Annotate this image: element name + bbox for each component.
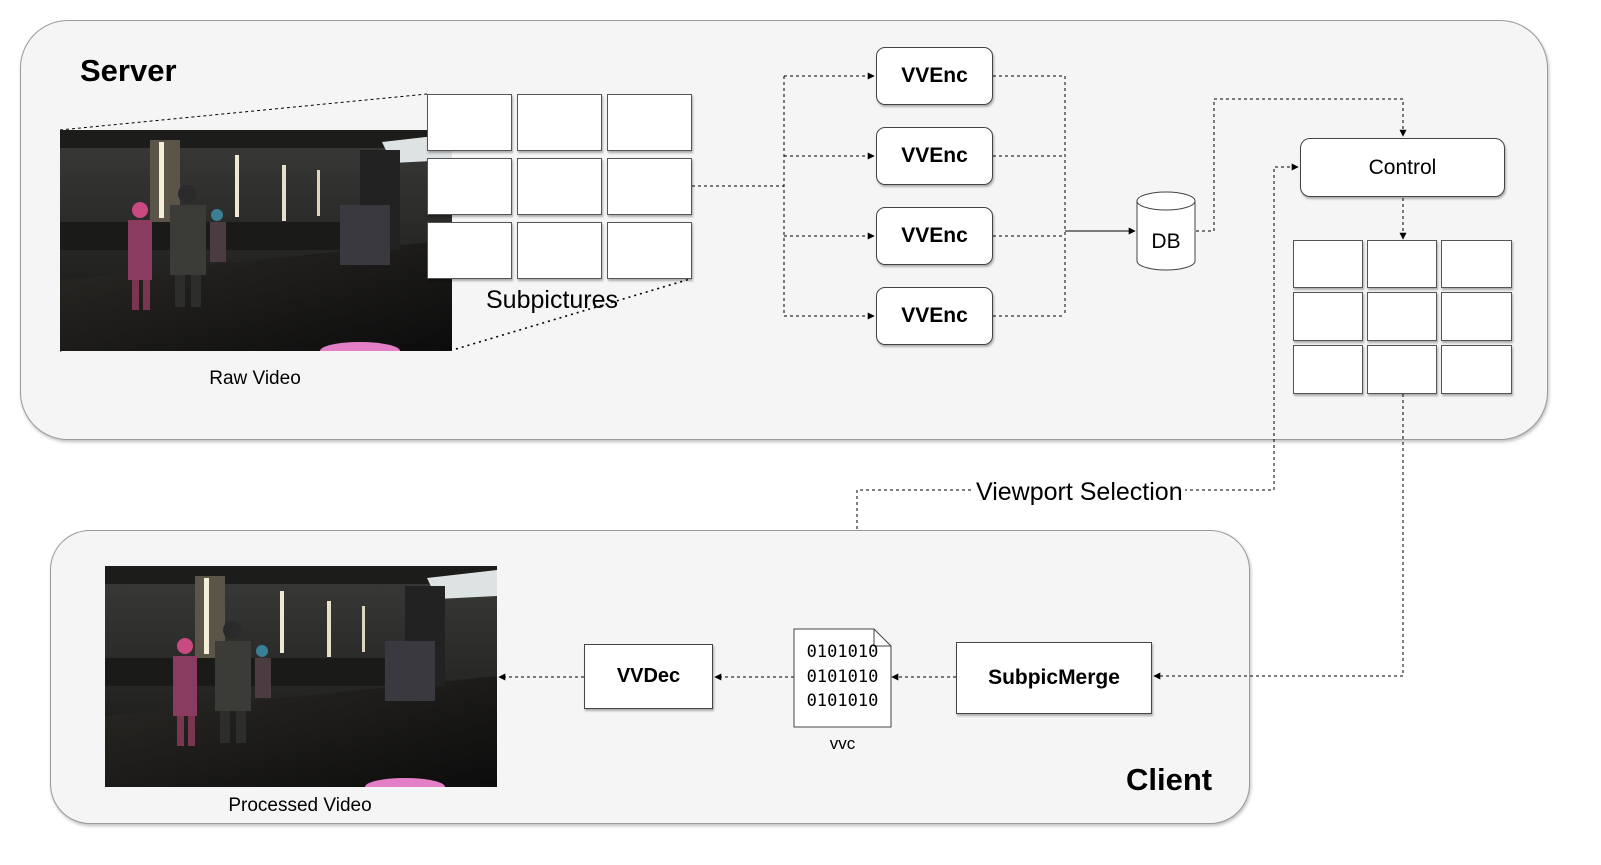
- viewport-selection-line: [856, 163, 1299, 529]
- viewport-selection-label: Viewport Selection: [974, 478, 1185, 507]
- subpicture-tile: [607, 158, 692, 215]
- processed-video-frame: [105, 566, 497, 787]
- subpicture-tile: [517, 222, 602, 279]
- vvenc-box: VVEnc: [876, 207, 993, 265]
- subpicture-tile: [517, 158, 602, 215]
- bitstream-line: 0101010: [806, 666, 879, 687]
- raw-video-caption: Raw Video: [209, 368, 301, 389]
- bitstream-line: 0101010: [806, 691, 879, 711]
- vvenc-box: VVEnc: [876, 127, 993, 185]
- vvdec-box: VVDec: [584, 644, 713, 709]
- grid-to-merge-line: [1153, 394, 1404, 680]
- subpicture-tile: [607, 222, 692, 279]
- subpictures-label: Subpictures: [486, 286, 619, 314]
- vvenc-box: VVEnc: [876, 47, 993, 105]
- selected-tile: [1293, 240, 1363, 288]
- selected-tile: [1441, 292, 1512, 341]
- subpicture-tile: [427, 94, 512, 151]
- selected-tile: [1367, 292, 1437, 341]
- selected-tile: [1441, 240, 1512, 288]
- vvenc-box: VVEnc: [876, 287, 993, 345]
- subpicture-tile: [427, 222, 512, 279]
- selected-tile: [1293, 292, 1363, 341]
- zoom-line-top: [59, 93, 428, 131]
- db-label: DB: [1151, 230, 1181, 253]
- bitstream-line: 0101010: [806, 642, 879, 662]
- subpicture-tile: [517, 94, 602, 151]
- subpicture-tile: [427, 158, 512, 215]
- client-title: Client: [1126, 762, 1213, 797]
- server-title: Server: [80, 53, 177, 88]
- vvc-caption: vvc: [829, 734, 856, 753]
- subpicmerge-box: SubpicMerge: [956, 642, 1152, 714]
- db-cylinder: [1136, 191, 1196, 271]
- subpicture-tile: [607, 94, 692, 151]
- selected-tile: [1367, 240, 1437, 288]
- control-box: Control: [1300, 138, 1505, 197]
- raw-video-frame: [60, 130, 452, 351]
- file-icon: [793, 628, 892, 728]
- processed-video-caption: Processed Video: [228, 795, 372, 816]
- selected-tile: [1367, 345, 1437, 394]
- selected-tile: [1293, 345, 1363, 394]
- bitstream-text: 0101010 0101010 0101010: [794, 640, 891, 714]
- selected-tile: [1441, 345, 1512, 394]
- db-to-control-line: [1196, 98, 1407, 232]
